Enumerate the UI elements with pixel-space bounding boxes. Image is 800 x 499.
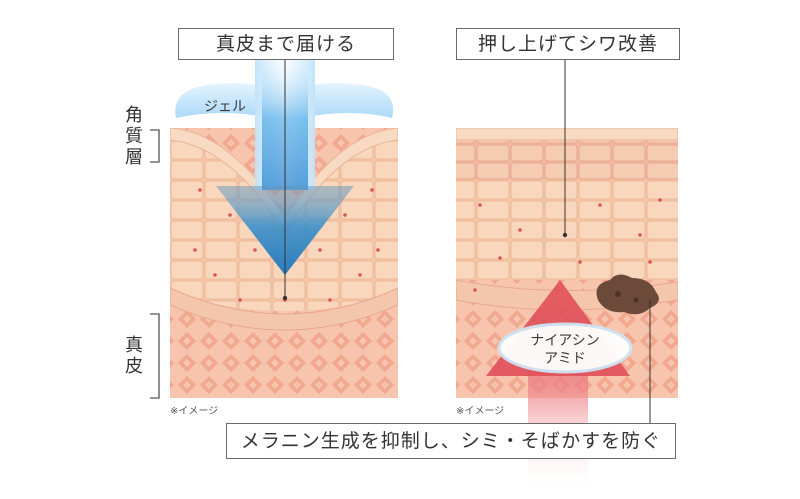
melanin-spot bbox=[596, 274, 659, 315]
dermis-label: 真皮 bbox=[125, 335, 143, 377]
ingredient-label-line1: ナイアシン bbox=[530, 333, 600, 349]
gel-label: ジェル bbox=[204, 99, 246, 115]
bottom-callout: メラニン生成を抑制し、シミ・そばかすを防ぐ bbox=[226, 423, 676, 459]
ingredient-ellipse bbox=[497, 322, 633, 374]
left-callout: 真皮まで届ける bbox=[178, 28, 394, 60]
right-image-note: ※イメージ bbox=[456, 406, 505, 417]
left-image-note: ※イメージ bbox=[170, 406, 219, 417]
ingredient-label-line2: アミド bbox=[544, 351, 586, 367]
right-callout: 押し上げてシワ改善 bbox=[456, 28, 680, 60]
horny-layer-label: 角質層 bbox=[125, 105, 143, 168]
dermis-bracket bbox=[150, 313, 160, 399]
horny-layer-bracket bbox=[150, 129, 160, 163]
